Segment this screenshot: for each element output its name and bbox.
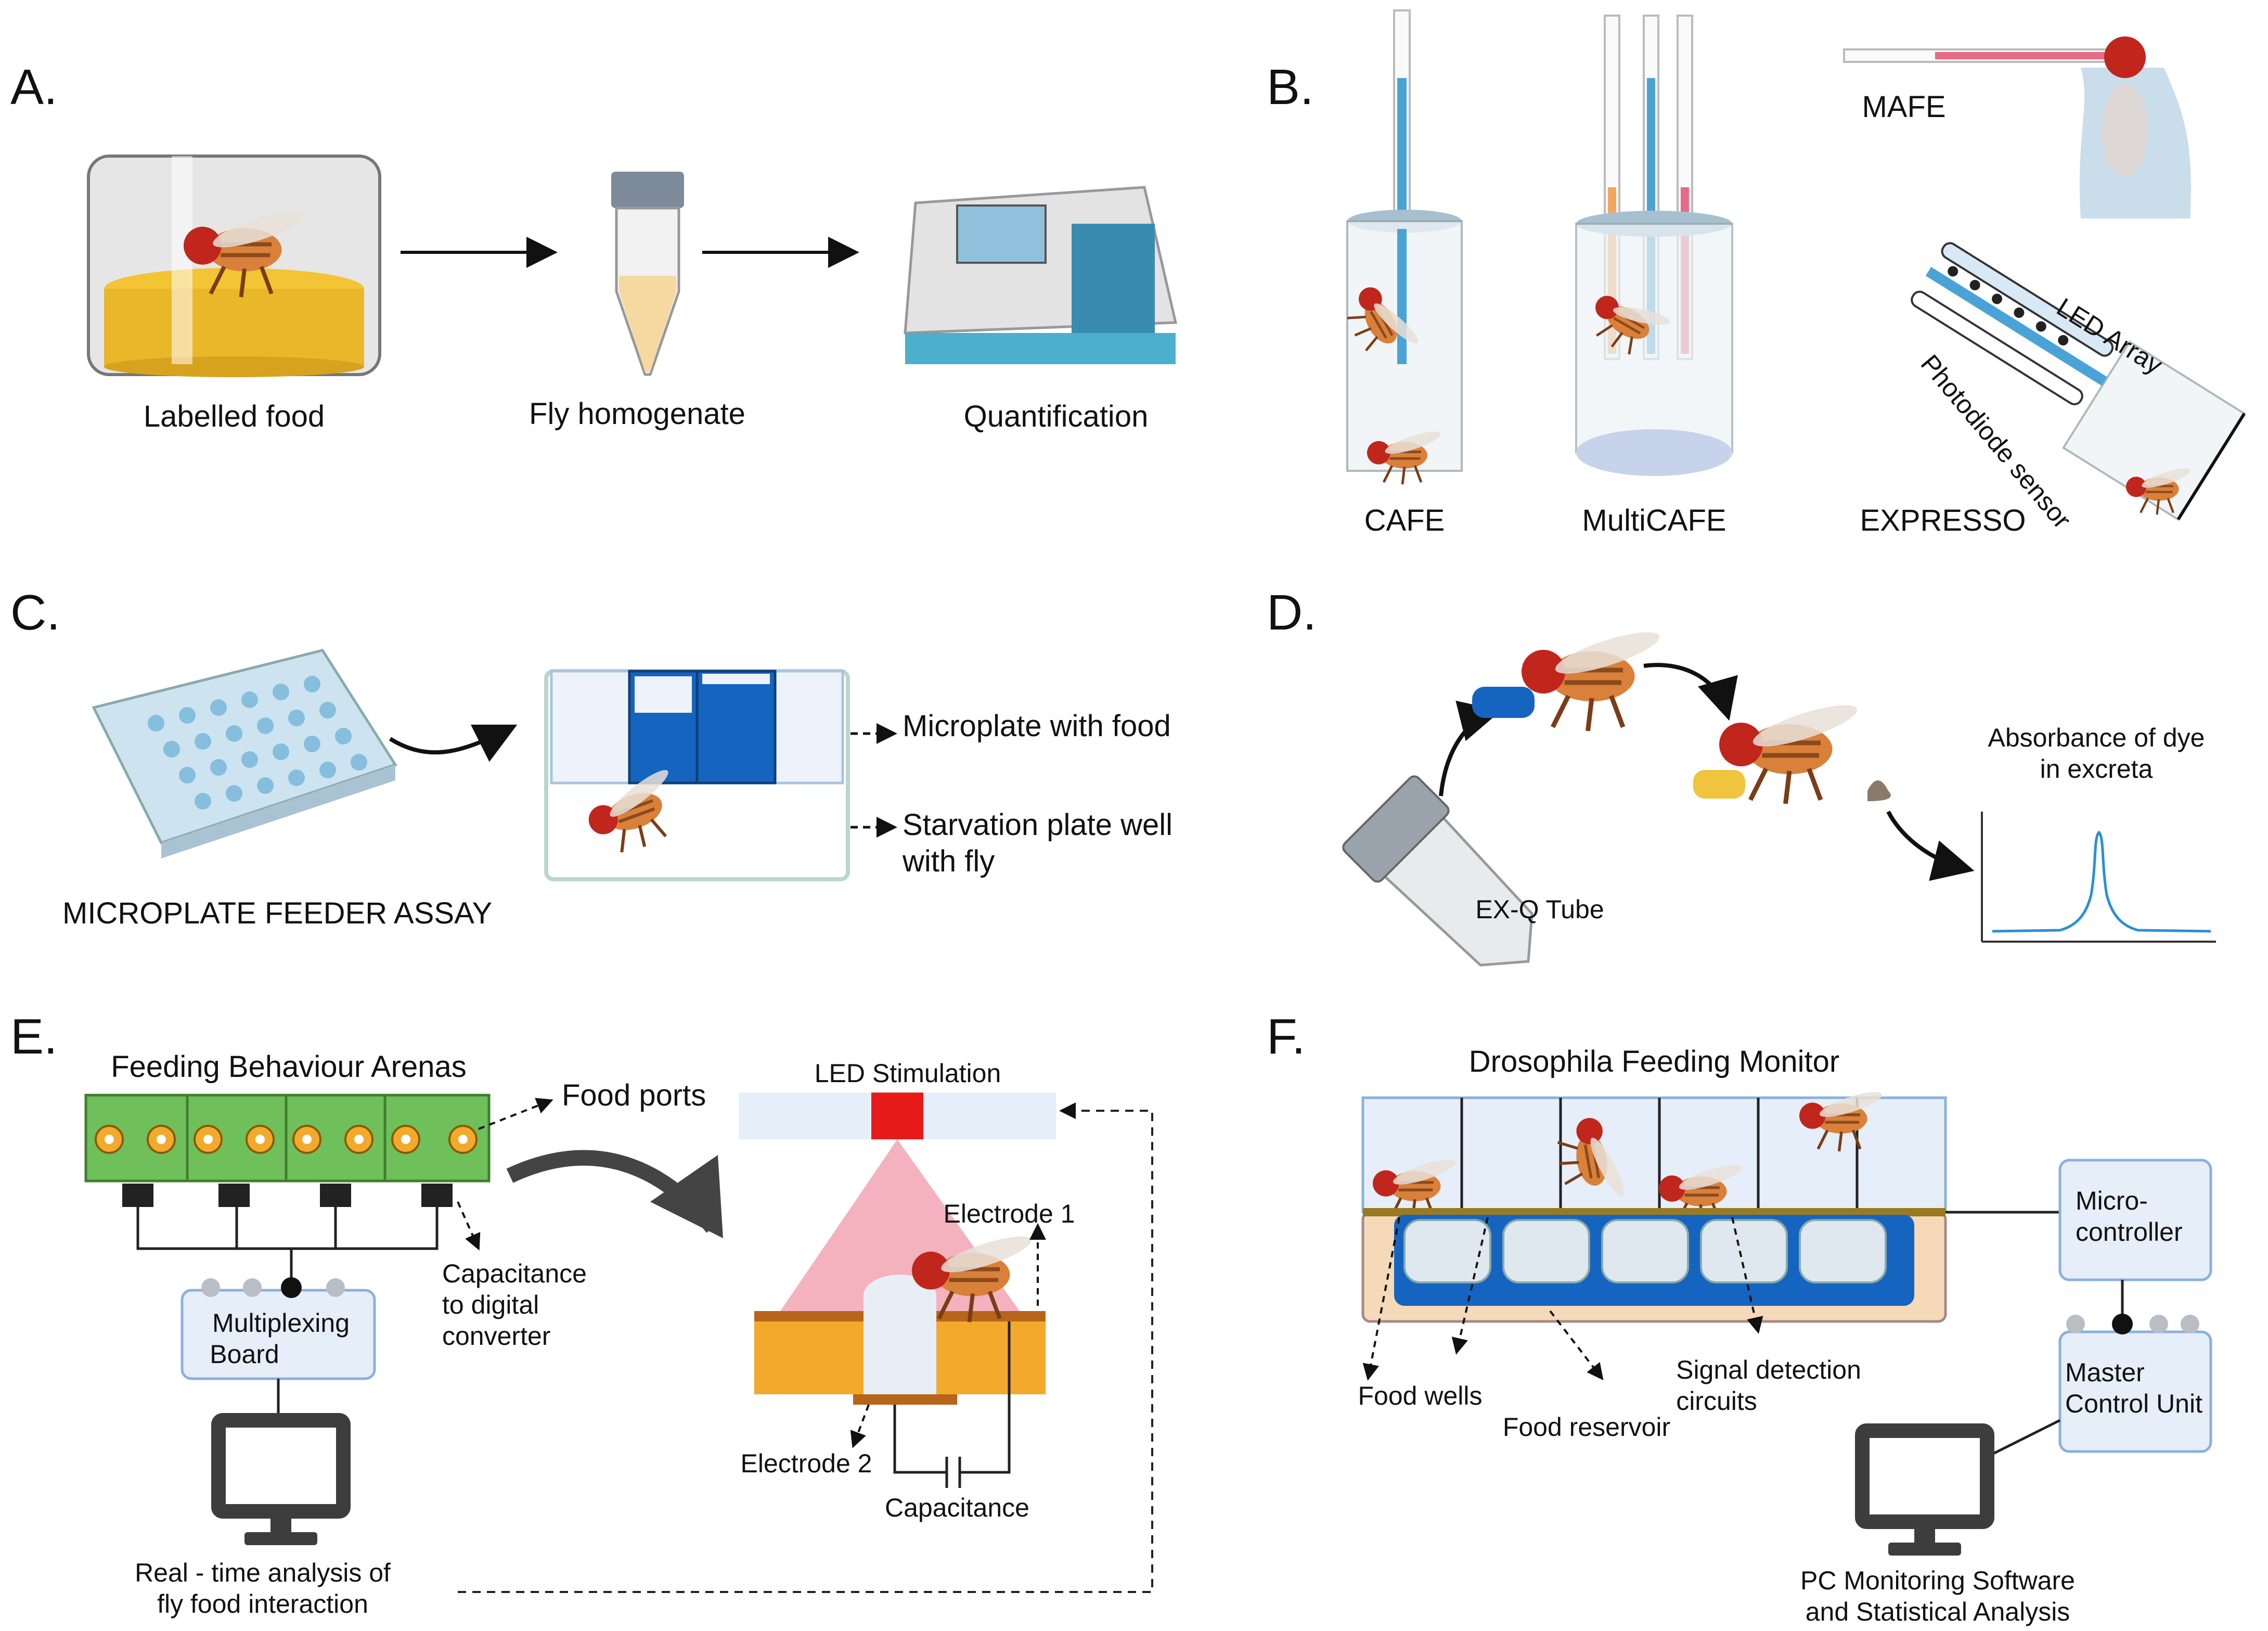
- multicafe-vial: [1575, 223, 1733, 454]
- panel-a-letter: A.: [10, 59, 58, 115]
- arrow-d2: [1643, 663, 1738, 721]
- signal-label-2: circuits: [1676, 1386, 1757, 1416]
- food-wells-label: Food wells: [1358, 1381, 1483, 1410]
- mafe-label: MAFE: [1862, 90, 1945, 124]
- microplate-food-label: Microplate with food: [903, 709, 1171, 743]
- panel-d: EX-Q Tube Absorbance of dye in excreta: [1342, 624, 2216, 967]
- yellow-food: [1693, 770, 1745, 799]
- cdc-label-3: converter: [442, 1321, 550, 1351]
- led-source: [871, 1093, 923, 1139]
- capacitance-label: Capacitance: [885, 1493, 1029, 1522]
- signal-label-1: Signal detection: [1676, 1355, 1861, 1384]
- panel-e: Feeding Behaviour Arenas Food ports Capa…: [84, 1050, 1153, 1619]
- fly-icon: [1522, 624, 1663, 731]
- micro-label-2: controller: [2076, 1217, 2183, 1247]
- led-array-label: LED Array: [2052, 292, 2168, 380]
- panel-c: MICROPLATE FEEDER ASSAY Microplate with …: [62, 649, 1172, 930]
- panel-c-letter: C.: [10, 585, 60, 640]
- capacitance-circuit: [893, 1321, 1011, 1488]
- monitor-icon: [211, 1413, 351, 1519]
- master-control-unit: [2058, 1330, 2212, 1453]
- master-label-2: Control Unit: [2065, 1389, 2202, 1418]
- panel-f: Drosophila Feeding Monitor Micro- contro…: [1358, 1045, 2212, 1626]
- realtime-label-2: fly food interaction: [157, 1589, 368, 1619]
- labelled-food-label: Labelled food: [144, 400, 325, 433]
- expresso-device: [1911, 242, 2246, 521]
- exq-tube: [1342, 775, 1534, 967]
- absorbance-label-2: in excreta: [2040, 754, 2153, 784]
- tube-cap: [611, 172, 684, 208]
- cdc-label-2: to digital: [442, 1290, 539, 1319]
- starvation-label-1: Starvation plate well: [903, 808, 1172, 842]
- panel-d-letter: D.: [1267, 585, 1317, 640]
- mux-label-2: Board: [210, 1340, 279, 1369]
- cdc-label-1: Capacitance: [442, 1259, 587, 1288]
- exq-label: EX-Q Tube: [1475, 895, 1604, 924]
- excreta-icon: [1867, 780, 1891, 801]
- absorbance-label-1: Absorbance of dye: [1988, 723, 2205, 752]
- monitor-title: Drosophila Feeding Monitor: [1469, 1045, 1839, 1078]
- quantification-label: Quantification: [964, 400, 1149, 433]
- cafe-label: CAFE: [1364, 504, 1445, 537]
- feedback-line: [458, 1102, 1153, 1593]
- food-ports-label: Food ports: [562, 1078, 706, 1112]
- panel-f-letter: F.: [1267, 1009, 1306, 1064]
- arenas-title: Feeding Behaviour Arenas: [111, 1050, 467, 1084]
- microplate: [92, 649, 397, 845]
- micro-label-1: Micro-: [2076, 1186, 2148, 1215]
- electrode1-label: Electrode 1: [944, 1199, 1075, 1228]
- panel-e-letter: E.: [10, 1009, 58, 1064]
- blue-food: [1472, 687, 1535, 718]
- microcontroller: [2058, 1159, 2212, 1281]
- arrow-d3: [1886, 811, 1975, 881]
- starvation-label-2: with fly: [902, 844, 995, 878]
- electrode2-label: Electrode 2: [741, 1449, 872, 1478]
- mux-label-1: Multiplexing: [212, 1308, 350, 1338]
- microplate-wells: [148, 676, 367, 810]
- microplate-assay-label: MICROPLATE FEEDER ASSAY: [62, 896, 492, 930]
- multicafe-label: MultiCAFE: [1582, 504, 1726, 537]
- pc-monitor-icon: [1855, 1423, 1994, 1529]
- absorbance-curve: [1992, 830, 2211, 933]
- realtime-label-1: Real - time analysis of: [135, 1558, 391, 1587]
- led-stim-label: LED Stimulation: [815, 1059, 1001, 1088]
- pc-label-2: and Statistical Analysis: [1806, 1597, 2070, 1626]
- panel-a: Labelled food Fly homogenate Quantificat…: [87, 155, 1178, 433]
- panel-b: CAFE MultiCAFE MAFE: [1337, 9, 2246, 537]
- panel-b-letter: B.: [1267, 59, 1314, 115]
- expresso-label: EXPRESSO: [1860, 504, 2026, 537]
- master-label-1: Master: [2065, 1358, 2145, 1387]
- arrow-c1: [389, 724, 518, 762]
- pc-label-1: PC Monitoring Software: [1800, 1566, 2075, 1595]
- arrow-d1: [1439, 700, 1501, 797]
- fly-homogenate-label: Fly homogenate: [529, 397, 745, 431]
- food-reservoir-label: Food reservoir: [1503, 1412, 1670, 1442]
